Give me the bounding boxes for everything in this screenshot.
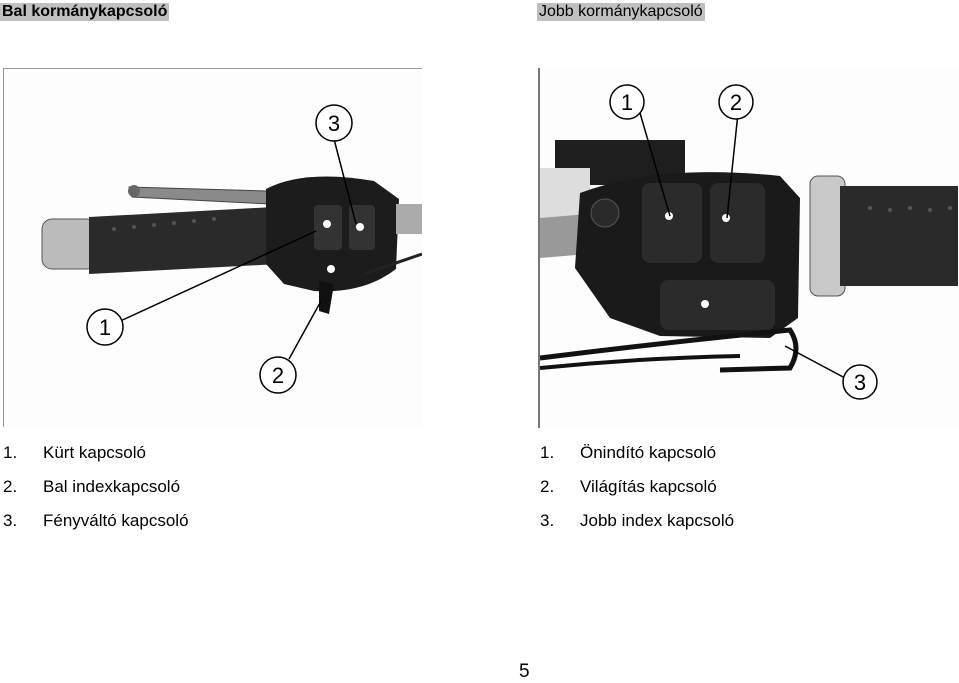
left-switch-list: 1. Kürt kapcsoló 2. Bal indexkapcsoló 3. Fé… [3,436,189,538]
list-item: 3. Fényváltó kapcsoló [3,504,189,538]
list-item-number: 1. [540,443,555,462]
right-switch-list: 1. Önindító kapcsoló 2. Világítás kapcsoló… [540,436,734,538]
list-item-number: 3. [540,511,555,530]
list-item-label: Kürt kapcsoló [43,443,146,462]
list-item-label: Jobb index kapcsoló [580,511,735,530]
list-item-number: 2. [540,477,555,496]
list-item: 2. Bal indexkapcsoló [3,470,189,504]
right-callout-1: 1 [621,90,633,115]
list-item: 1. Kürt kapcsoló [3,436,189,470]
list-item-number: 3. [3,511,18,530]
list-item: 1. Önindító kapcsoló [540,436,734,470]
list-item-number: 2. [3,477,18,496]
right-callout-3: 3 [854,370,866,395]
page-number: 5 [519,661,530,682]
left-handlebar-photo: 1 2 3 [3,68,422,427]
list-item-label: Fényváltó kapcsoló [43,511,189,530]
left-callout-2: 2 [272,363,284,388]
left-switch-heading: Bal kormánykapcsoló [0,3,170,21]
left-callout-1: 1 [99,315,111,340]
list-item: 2. Világítás kapcsoló [540,470,734,504]
list-item-label: Bal indexkapcsoló [43,477,181,496]
left-callout-3: 3 [328,111,340,136]
list-item-label: Önindító kapcsoló [580,443,717,462]
list-item-number: 1. [3,443,18,462]
right-handlebar-photo: 1 2 3 [538,68,958,428]
right-switch-heading: Jobb kormánykapcsoló [537,3,705,21]
list-item: 3. Jobb index kapcsoló [540,504,734,538]
list-item-label: Világítás kapcsoló [580,477,717,496]
right-callout-2: 2 [730,90,742,115]
